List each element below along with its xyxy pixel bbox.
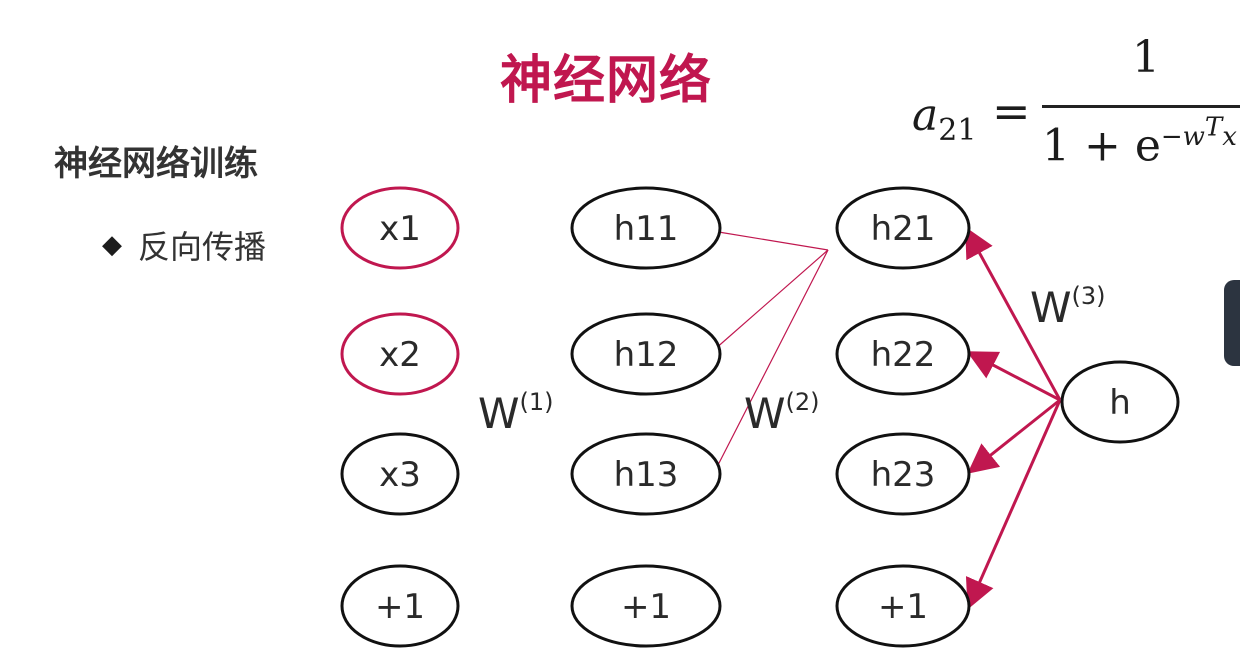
- activation-formula: a21 = 1 1 + e−wTx: [908, 28, 1240, 171]
- node-label-h21: h21: [871, 209, 936, 249]
- node-label-h22: h22: [871, 335, 936, 375]
- weight-label-w3: W(3): [1030, 282, 1106, 332]
- node-h12: h12: [570, 312, 722, 396]
- formula-denominator: 1 + e−wTx: [1042, 112, 1237, 172]
- weight-label-w1: W(1): [478, 388, 554, 438]
- side-panel-handle[interactable]: [1224, 280, 1240, 366]
- node-shape-h12: [570, 312, 722, 396]
- arrow-h-h23: [967, 398, 1061, 474]
- node-b3: +1: [835, 564, 971, 648]
- arrow-h-h22: [966, 351, 1061, 402]
- node-label-h23: h23: [871, 455, 936, 495]
- formula-lhs-subscript: 21: [938, 112, 977, 148]
- slide-title: 神经网络: [500, 51, 713, 111]
- edge-h11-h21: [718, 231, 829, 251]
- node-label-x3: x3: [379, 455, 421, 495]
- node-shape-h: [1060, 360, 1180, 444]
- weight-label-w2: W(2): [744, 388, 820, 438]
- edge-h13-h21: [717, 249, 829, 465]
- node-label-b2: +1: [621, 587, 671, 627]
- node-shape-h13: [570, 432, 722, 516]
- node-shape-b1: [340, 564, 460, 648]
- edges-layer: [717, 226, 1062, 610]
- formula-exponent-sup: T: [1204, 112, 1223, 142]
- section-title: 神经网络训练: [54, 144, 258, 184]
- node-shape-h23: [835, 432, 971, 516]
- node-h21: h21: [835, 186, 971, 270]
- bullet-text: 反向传播: [138, 228, 267, 266]
- arrow-h-h21: [965, 226, 1062, 401]
- formula-exponent-tail: x: [1222, 121, 1237, 152]
- node-label-x1: x1: [379, 209, 421, 249]
- node-shape-x2: [340, 312, 460, 396]
- bullet-item: ◆ 反向传播: [102, 222, 266, 268]
- formula-lhs: a21: [912, 90, 977, 148]
- node-x3: x3: [340, 432, 460, 516]
- formula-equals: =: [992, 84, 1031, 138]
- node-label-h13: h13: [614, 455, 679, 495]
- diamond-bullet-icon: ◆: [102, 230, 122, 260]
- fraction-bar: [1042, 105, 1240, 108]
- node-label-x2: x2: [379, 335, 421, 375]
- node-b1: +1: [340, 564, 460, 648]
- node-shape-h21: [835, 186, 971, 270]
- node-shape-x3: [340, 432, 460, 516]
- node-h23: h23: [835, 432, 971, 516]
- node-shape-h22: [835, 312, 971, 396]
- node-shape-x1: [340, 186, 460, 270]
- node-shape-b3: [835, 564, 971, 648]
- node-b2: +1: [570, 564, 722, 648]
- node-label-h11: h11: [614, 209, 679, 249]
- node-label-b3: +1: [878, 587, 928, 627]
- node-label-h12: h12: [614, 335, 679, 375]
- node-shape-h11: [570, 186, 722, 270]
- arrow-h-b3: [965, 399, 1062, 610]
- node-h13: h13: [570, 432, 722, 516]
- node-x2: x2: [340, 312, 460, 396]
- edge-h12-h21: [718, 249, 829, 347]
- node-label-h: h: [1109, 383, 1131, 423]
- nodes-layer: x1 x2 x3 +1 h11 h12 h13 +1 h21 h22 h23 +1 h: [340, 186, 1180, 648]
- node-shape-b2: [570, 564, 722, 648]
- node-h22: h22: [835, 312, 971, 396]
- node-x1: x1: [340, 186, 460, 270]
- node-h11: h11: [570, 186, 722, 270]
- weight-labels-layer: W(1) W(2) W(3): [478, 282, 1106, 438]
- node-h: h: [1060, 360, 1180, 444]
- formula-numerator: 1: [1132, 32, 1160, 83]
- formula-exponent: −w: [1160, 121, 1205, 152]
- node-label-b1: +1: [375, 587, 425, 627]
